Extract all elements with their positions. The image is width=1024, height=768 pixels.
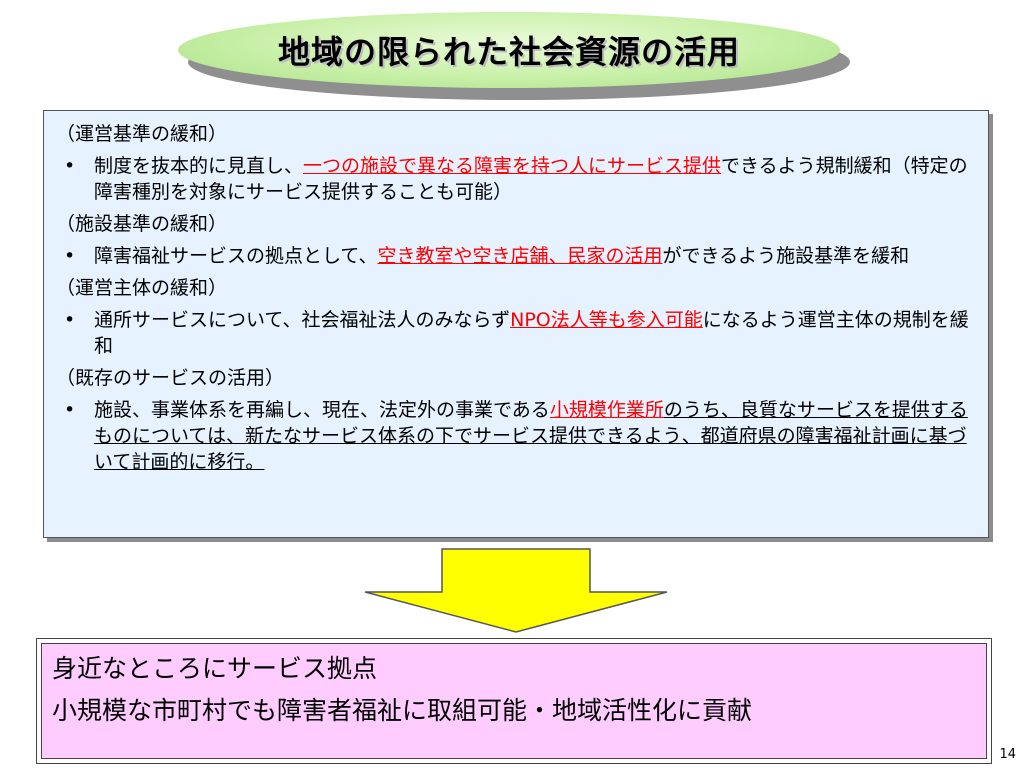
- title-banner: 地域の限られた社会資源の活用: [178, 12, 840, 88]
- item-text-post: になるよう運営主体の規制を緩和: [94, 309, 969, 357]
- bullet-icon: •: [64, 309, 76, 331]
- bullet-icon: •: [64, 399, 76, 421]
- list-item: • 制度を抜本的に見直し、一つの施設で異なる障害を持つ人にサービス提供できるよう…: [56, 153, 970, 205]
- page-number: 14: [999, 747, 1016, 762]
- item-highlight: NPO法人等も参入可能: [510, 309, 703, 331]
- section-heading-facility-standards: （施設基準の緩和）: [56, 213, 228, 235]
- result-line-1: 身近なところにサービス拠点: [52, 654, 378, 683]
- item-text-post: ができるよう施設基準を緩和: [662, 245, 910, 267]
- item-text-pre: 制度を抜本的に見直し、: [94, 155, 304, 177]
- down-arrow-icon: [364, 548, 668, 633]
- item-text-pre: 障害福祉サービスの拠点として、: [94, 245, 378, 267]
- item-text: 制度を抜本的に見直し、一つの施設で異なる障害を持つ人にサービス提供できるよう規制…: [94, 153, 970, 205]
- list-item: • 施設、事業体系を再編し、現在、法定外の事業である小規模作業所のうち、良質なサ…: [56, 397, 970, 475]
- list-item: • 通所サービスについて、社会福祉法人のみならずNPO法人等も参入可能になるよう…: [56, 307, 970, 359]
- item-text-post: できるよう規制緩和（特定の障害種別を対象にサービス提供することも可能）: [94, 155, 968, 203]
- bullet-icon: •: [64, 245, 76, 267]
- section-heading-operator-eligibility: （運営主体の緩和）: [56, 277, 228, 299]
- bullet-icon: •: [64, 155, 76, 177]
- item-highlight: 一つの施設で異なる障害を持つ人にサービス提供: [303, 155, 722, 177]
- item-highlight: 小規模作業所: [549, 399, 664, 421]
- section-heading-existing-services: （既存のサービスの活用）: [56, 367, 285, 389]
- item-text-post: のうち、良質なサービスを提供するものについては、新たなサービス体系の下でサービス…: [94, 399, 968, 473]
- item-text: 障害福祉サービスの拠点として、空き教室や空き店舗、民家の活用ができるよう施設基準…: [94, 243, 970, 269]
- slide-title: 地域の限られた社会資源の活用: [277, 33, 740, 71]
- item-text-pre: 施設、事業体系を再編し、現在、法定外の事業である: [94, 399, 550, 421]
- result-box-inner: 身近なところにサービス拠点 小規模な市町村でも障害者福祉に取組可能・地域活性化に…: [41, 643, 987, 759]
- item-highlight: 空き教室や空き店舗、民家の活用: [377, 245, 663, 267]
- list-item: • 障害福祉サービスの拠点として、空き教室や空き店舗、民家の活用ができるよう施設…: [56, 243, 970, 269]
- measures-box: （運営基準の緩和） • 制度を抜本的に見直し、一つの施設で異なる障害を持つ人にサ…: [43, 110, 989, 538]
- result-line-2: 小規模な市町村でも障害者福祉に取組可能・地域活性化に貢献: [52, 696, 753, 725]
- item-text: 施設、事業体系を再編し、現在、法定外の事業である小規模作業所のうち、良質なサービ…: [94, 397, 970, 475]
- section-heading-operating-standards: （運営基準の緩和）: [56, 123, 228, 145]
- item-text: 通所サービスについて、社会福祉法人のみならずNPO法人等も参入可能になるよう運営…: [94, 307, 970, 359]
- item-text-pre: 通所サービスについて、社会福祉法人のみならず: [94, 309, 511, 331]
- result-box: 身近なところにサービス拠点 小規模な市町村でも障害者福祉に取組可能・地域活性化に…: [36, 638, 992, 764]
